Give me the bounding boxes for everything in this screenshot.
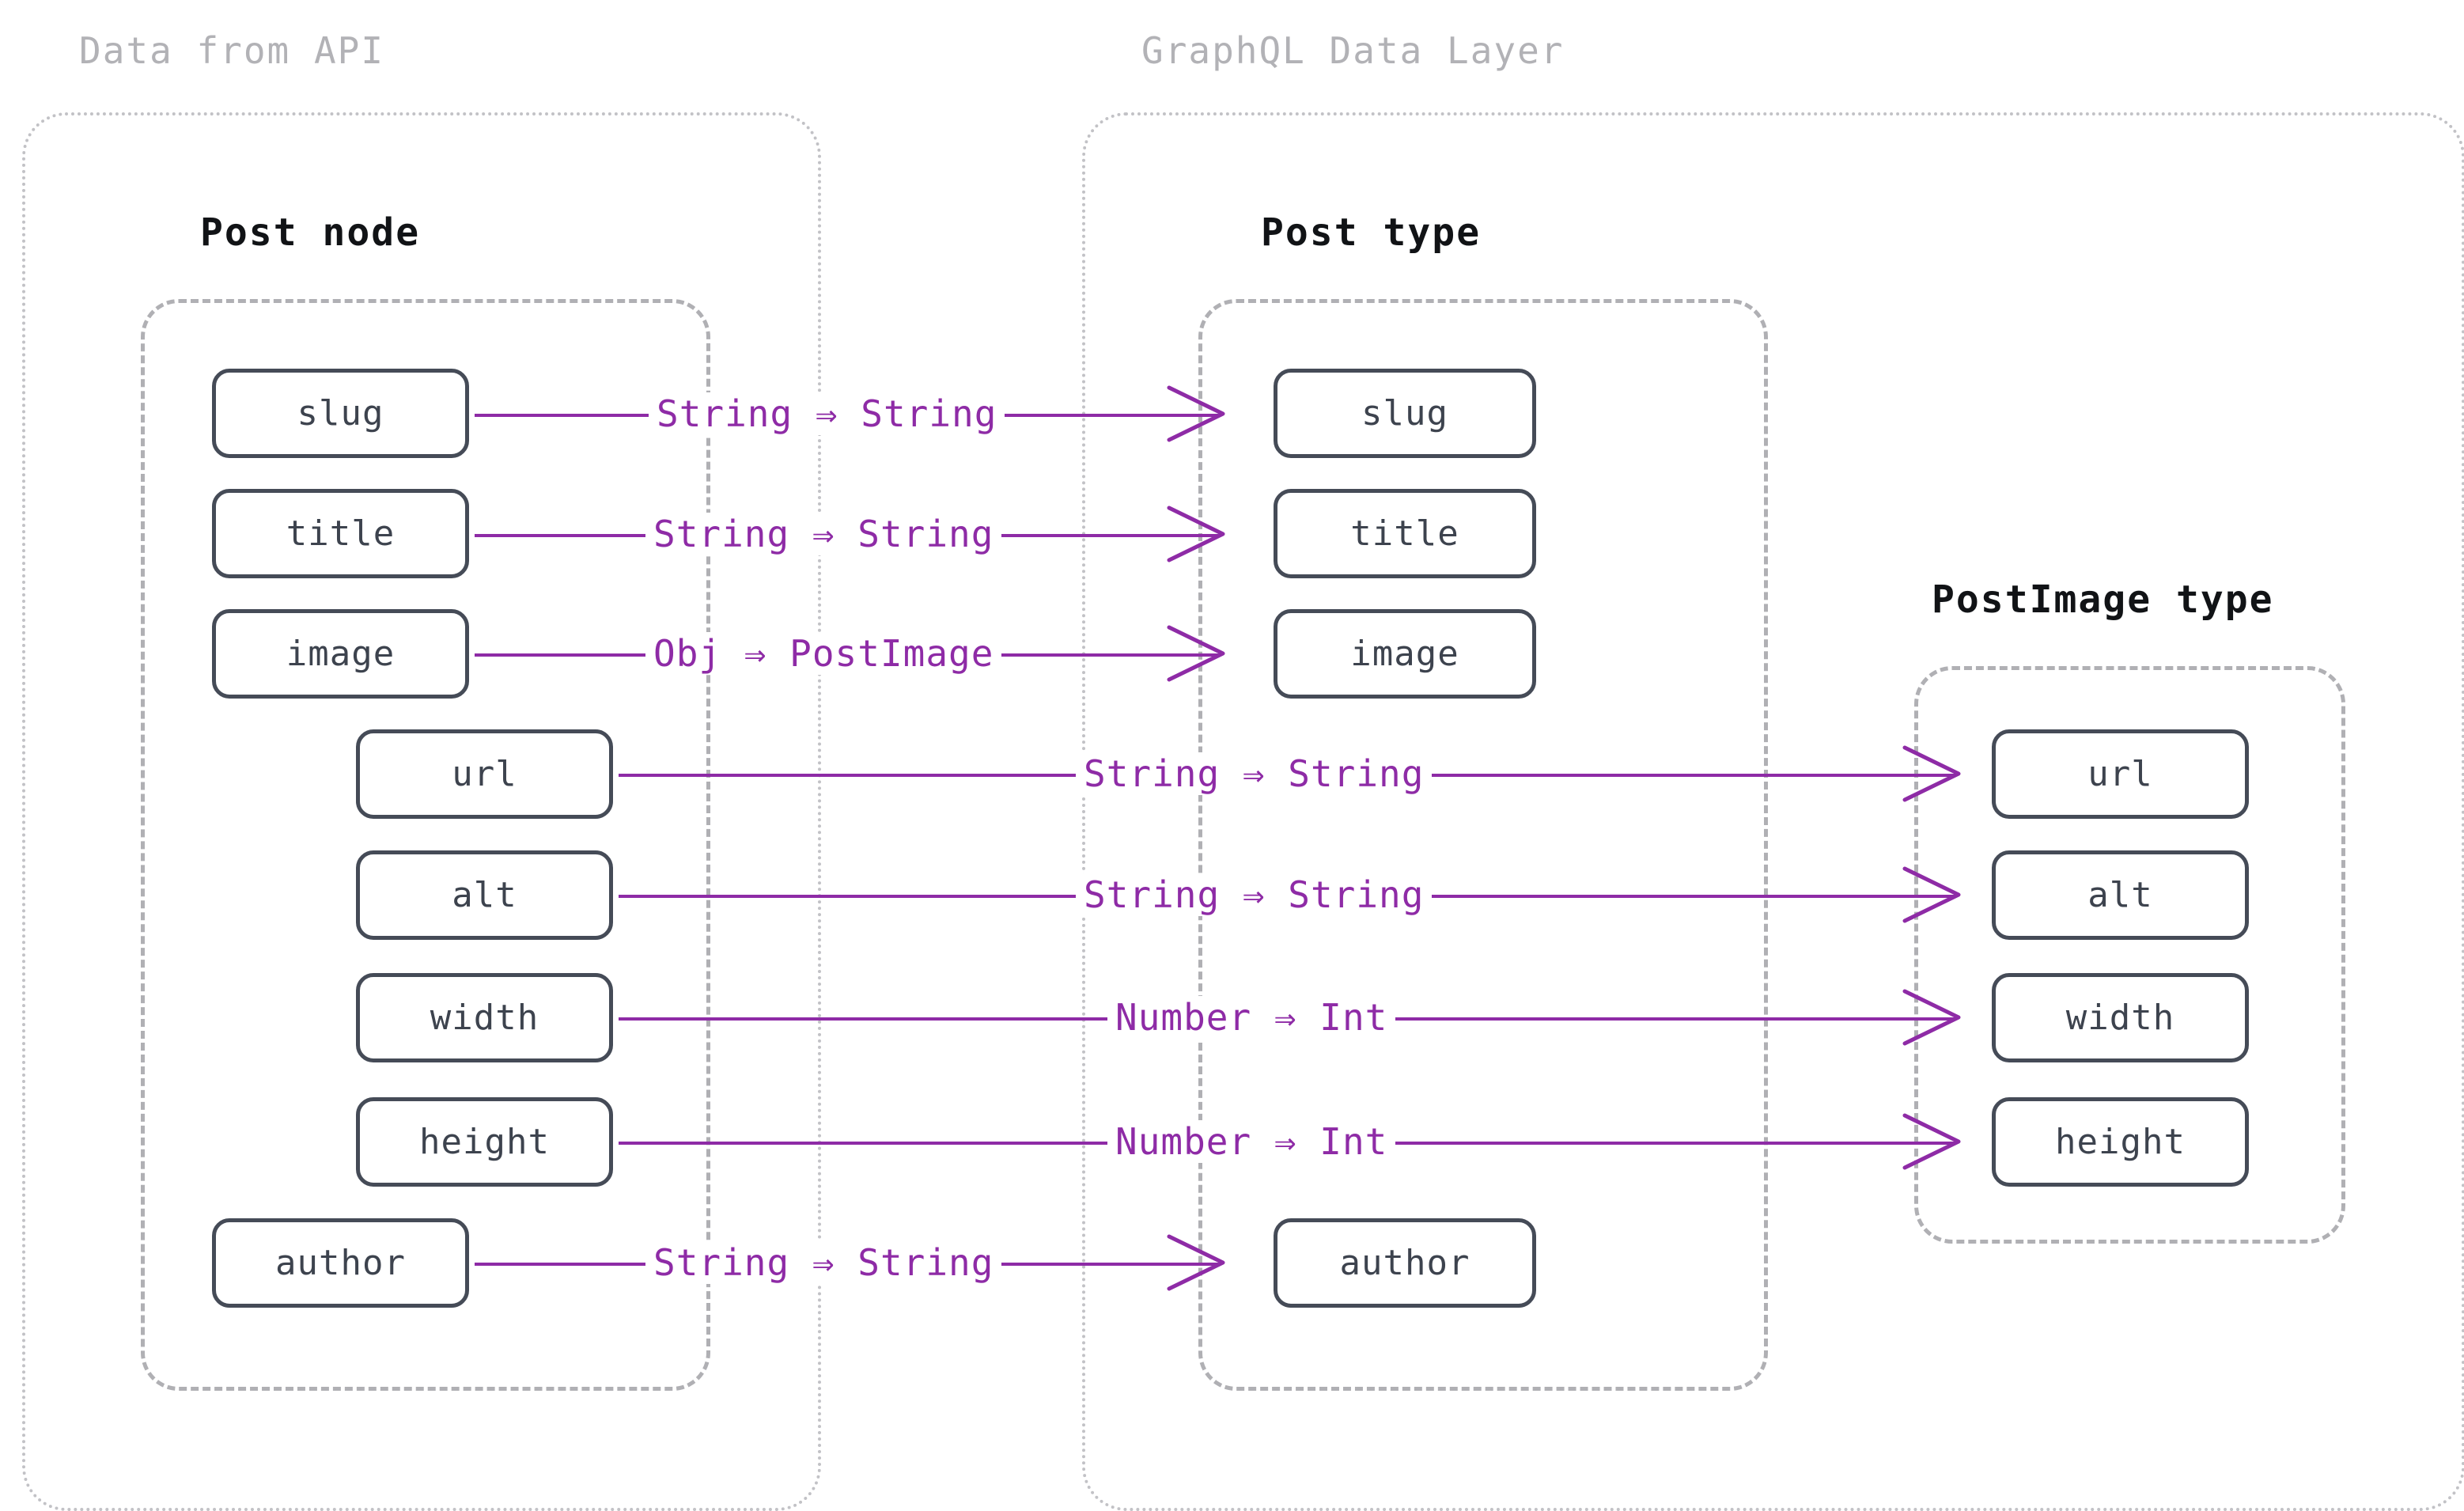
edge-label-height: Number ⇒ Int	[1107, 1120, 1396, 1163]
field-box-source-url[interactable]: url	[356, 729, 613, 819]
field-box-source-height[interactable]: height	[356, 1097, 613, 1187]
field-box-postimage-alt[interactable]: alt	[1992, 850, 2249, 940]
field-box-source-slug[interactable]: slug	[212, 369, 469, 458]
field-box-postimage-height[interactable]: height	[1992, 1097, 2249, 1187]
edge-label-url: String ⇒ String	[1076, 752, 1433, 795]
inner-zone-post-node	[141, 299, 710, 1391]
group-title-postimage-type: PostImage type	[1932, 578, 2274, 622]
field-box-posttype-title[interactable]: title	[1274, 489, 1536, 578]
edge-label-author: String ⇒ String	[645, 1241, 1002, 1284]
outer-zone-graphql	[1082, 112, 2464, 1511]
edge-label-width: Number ⇒ Int	[1107, 996, 1396, 1039]
layer-title-graphql: GraphQL Data Layer	[1141, 29, 1565, 72]
field-box-source-title[interactable]: title	[212, 489, 469, 578]
field-box-source-alt[interactable]: alt	[356, 850, 613, 940]
field-box-postimage-url[interactable]: url	[1992, 729, 2249, 819]
edge-label-slug: String ⇒ String	[649, 392, 1005, 435]
inner-zone-postimage-type	[1914, 666, 2345, 1244]
edge-label-alt: String ⇒ String	[1076, 873, 1433, 916]
group-title-post-node: Post node	[200, 210, 421, 255]
field-box-posttype-slug[interactable]: slug	[1274, 369, 1536, 458]
group-title-post-type: Post type	[1261, 210, 1482, 255]
field-box-source-image[interactable]: image	[212, 609, 469, 699]
edge-label-image: Obj ⇒ PostImage	[645, 632, 1002, 675]
layer-title-api: Data from API	[79, 29, 385, 72]
field-box-posttype-author[interactable]: author	[1274, 1218, 1536, 1308]
field-box-source-author[interactable]: author	[212, 1218, 469, 1308]
field-box-posttype-image[interactable]: image	[1274, 609, 1536, 699]
field-box-postimage-width[interactable]: width	[1992, 973, 2249, 1062]
field-box-source-width[interactable]: width	[356, 973, 613, 1062]
edge-label-title: String ⇒ String	[645, 513, 1002, 555]
inner-zone-post-type	[1198, 299, 1768, 1391]
outer-zone-api	[22, 112, 821, 1511]
